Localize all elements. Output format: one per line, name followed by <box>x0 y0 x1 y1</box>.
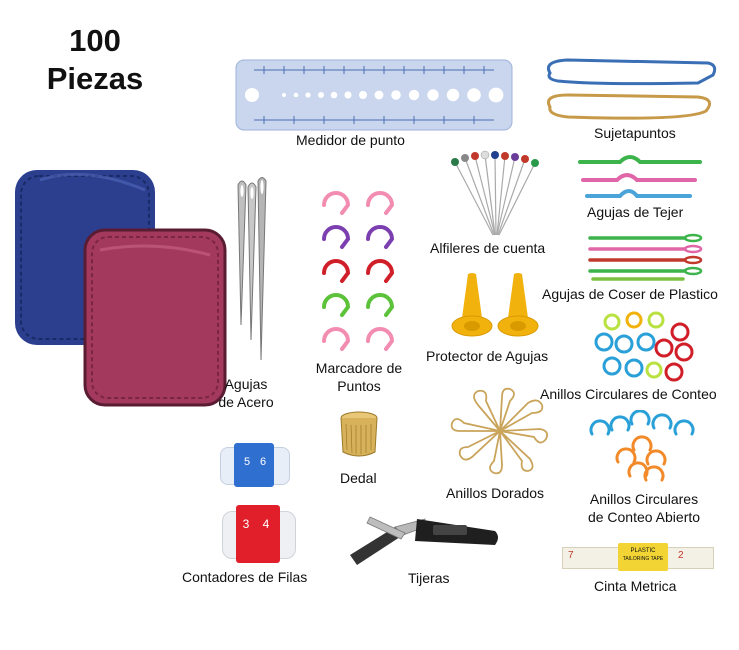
gold-rings-image <box>450 387 549 475</box>
needle-protectors-image <box>451 273 539 337</box>
row-counter-red: 3 4 <box>222 505 296 563</box>
stitch-gauge-image <box>235 59 513 131</box>
label-cable-needles: Agujas de Tejer <box>587 204 684 220</box>
storage-cases-image <box>15 170 227 407</box>
label-thimble: Dedal <box>340 470 377 486</box>
label-protectors: Protector de Agujas <box>426 348 549 364</box>
label-gauge: Medidor de punto <box>296 132 405 148</box>
label-counters: Contadores de Filas <box>182 569 308 585</box>
label-steel-needles: Agujas de Acero <box>210 375 282 411</box>
tape-measure: PLASTIC TAILORING TAPE 7 2 <box>562 543 714 571</box>
plastic-needles-image <box>588 233 703 281</box>
tape-brand-line2: TAILORING TAPE <box>622 556 664 562</box>
counter-digit: 4 <box>262 517 270 531</box>
label-open-rings-line2: de Conteo Abierto <box>587 509 701 525</box>
thread-scissors-image <box>350 516 498 565</box>
label-markers-line1: Marcadore de <box>315 360 403 376</box>
label-markers: Marcadore de Puntos <box>304 359 414 395</box>
counter-digit: 6 <box>259 456 267 468</box>
counter-digit: 3 <box>242 517 250 531</box>
beaded-pins-image <box>451 150 539 236</box>
title-count: 100 <box>69 23 121 58</box>
label-markers-line2: Puntos <box>337 378 381 394</box>
open-counting-rings-image <box>589 410 695 482</box>
steel-needles-image <box>237 177 267 361</box>
title-block: 100 Piezas <box>40 22 150 98</box>
cable-needles-image <box>578 155 702 198</box>
stitch-markers-image <box>322 191 395 351</box>
label-rings: Anillos Circulares de Conteo <box>540 386 717 402</box>
tape-number: 2 <box>678 550 684 561</box>
label-open-rings-line1: Anillos Circulares <box>589 491 699 507</box>
label-holders: Sujetapuntos <box>594 125 676 141</box>
title-text: Piezas <box>46 61 144 96</box>
counter-digit: 5 <box>243 456 251 468</box>
label-steel-needles-line1: Agujas <box>224 376 268 392</box>
label-scissors: Tijeras <box>408 570 450 586</box>
label-open-rings: Anillos Circulares de Conteo Abierto <box>575 490 713 526</box>
label-tape: Cinta Metrica <box>594 578 677 594</box>
pink-case <box>83 228 227 407</box>
label-steel-needles-line2: de Acero <box>218 394 274 410</box>
counting-rings-image <box>594 311 694 382</box>
stitch-holders-image <box>547 58 717 120</box>
label-plastic-needles: Agujas de Coser de Plastico <box>542 286 718 302</box>
label-pins: Alfileres de cuenta <box>430 240 546 256</box>
tape-number: 7 <box>568 550 574 561</box>
label-gold-rings: Anillos Dorados <box>446 485 545 501</box>
thimble-image <box>340 411 378 457</box>
row-counter-blue: 5 6 <box>220 443 290 487</box>
tape-brand-line1: PLASTIC <box>630 548 656 554</box>
